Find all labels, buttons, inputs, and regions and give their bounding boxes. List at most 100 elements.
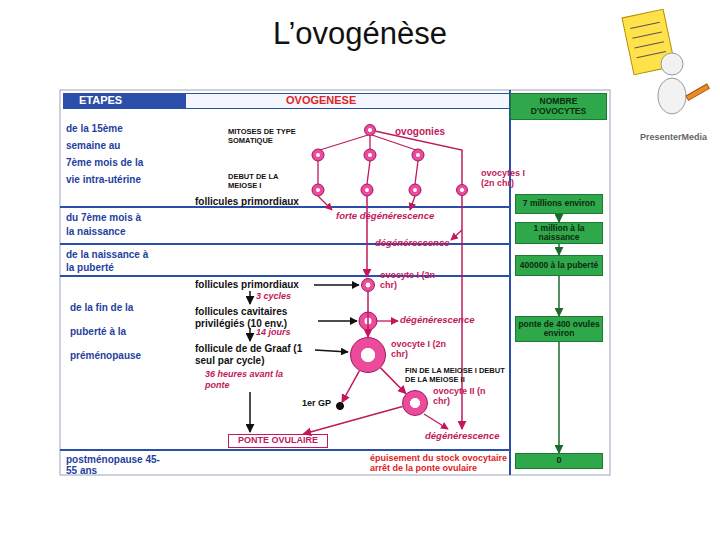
- annotation-label: follicule de de Graaf (1 seul par cycle): [195, 343, 313, 367]
- annotation-label: forte dégénérescence: [336, 211, 446, 222]
- nucleus-dot: [316, 153, 320, 157]
- cell-circle: ovocyte I (2n chr): [350, 337, 386, 373]
- degeneration-arrow: [410, 196, 415, 210]
- figure-body: [658, 78, 686, 114]
- count-box: 1 million à la naissance: [515, 222, 603, 244]
- nucleus-dot: [368, 153, 372, 157]
- header-band: NOMBRE D'OVOCYTES: [510, 93, 607, 120]
- mitosis-line: [367, 161, 370, 184]
- annotation-label: FIN DE LA MEIOSE I DEBUT DE LA MEIOSE II: [405, 366, 515, 384]
- oogonium-circle: [412, 149, 424, 161]
- oogonium-circle: [312, 149, 324, 161]
- node-text: ovocyte I (2n chr): [380, 271, 440, 290]
- node-text: ovocyte I (2n chr): [391, 340, 451, 359]
- flow-arrow: [367, 292, 369, 337]
- mitosis-line: [372, 135, 416, 150]
- oocyte-circle: [312, 184, 324, 196]
- notepad-line: [635, 42, 664, 48]
- annotation-label: 3 cycles: [256, 291, 316, 301]
- notepad-line: [632, 32, 661, 38]
- mitosis-line: [369, 136, 370, 149]
- annotation-label: de la 15ème semaine au 7ème mois de la v…: [66, 120, 146, 188]
- annotation-label: DEBUT DE LA MEIOSE I: [228, 172, 300, 190]
- annotation-label: de la fin de la puberté à la préménopaus…: [70, 296, 150, 368]
- annotation-label: PresenterMedia: [640, 132, 715, 142]
- nucleus-dot: [316, 188, 320, 192]
- nucleus-dot: [365, 318, 372, 325]
- time-arrow: [249, 291, 251, 304]
- degeneration-arrow: [424, 414, 448, 429]
- notepad-line: [630, 22, 659, 28]
- oocyte-circle: [409, 184, 421, 196]
- pencil: [686, 84, 709, 100]
- annotation-label: postménopause 45-55 ans: [66, 454, 161, 476]
- annotation-label: dégénérescence: [400, 315, 490, 326]
- stage-separator: [60, 206, 510, 208]
- mitosis-line: [320, 135, 368, 150]
- annotation-label: follicules primordiaux: [195, 196, 325, 208]
- degeneration-arrow: [451, 230, 462, 240]
- annotation-label: dégénérescence: [425, 431, 510, 442]
- node-text: 1 million à la naissance: [518, 224, 600, 242]
- node-text: OVOGENESE: [286, 95, 356, 107]
- node-text: 0: [556, 456, 561, 466]
- node-text: NOMBRE D'OVOCYTES: [513, 97, 604, 115]
- oocyte-circle: [361, 184, 373, 196]
- header-band: ETAPES: [63, 93, 185, 109]
- header-band: OVOGENESE: [185, 93, 510, 109]
- pointer-arrow: [314, 284, 359, 285]
- annotation-label: dégénérescence: [375, 238, 455, 249]
- count-arrow: [558, 342, 560, 453]
- count-box: ponte de 400 ovules environ: [515, 316, 603, 342]
- annotation-label: follicules primordiaux: [195, 279, 315, 291]
- node-text: 7 millions environ: [523, 199, 595, 208]
- time-arrow: [249, 328, 251, 341]
- node-text: ovocytes I (2n chr): [481, 169, 541, 188]
- node-text: ovogonies: [395, 127, 465, 138]
- figure-head: [661, 53, 683, 75]
- stage-separator: [60, 243, 510, 245]
- cell-circle: ovocytes I (2n chr): [456, 184, 468, 196]
- notepad-line: [637, 52, 666, 58]
- count-arrow: [558, 214, 560, 222]
- flow-arrow: [303, 406, 402, 434]
- count-arrow: [558, 244, 560, 255]
- pointer-arrow: [315, 350, 348, 352]
- oogonium-circle: [364, 149, 376, 161]
- node-text: ETAPES: [79, 95, 122, 107]
- count-box: 400000 à la puberté: [515, 255, 603, 276]
- node-text: ponte de 400 ovules environ: [518, 320, 600, 338]
- node-text: 400000 à la puberté: [520, 261, 598, 270]
- cell-circle: ovocyte I (2n chr): [361, 278, 375, 292]
- annotation-label: 36 heures avant la ponte: [205, 369, 290, 391]
- annotation-label: 14 jours: [256, 327, 316, 337]
- nucleus-dot: [413, 188, 417, 192]
- annotation-label: MITOSES DE TYPE SOMATIQUE: [228, 127, 300, 145]
- flow-arrow: [376, 131, 462, 184]
- annotation-label: du 7ème mois à la naissance: [66, 211, 151, 239]
- node-text: PONTE OVULAIRE: [238, 436, 318, 446]
- cell-circle: ovogonies: [364, 124, 376, 136]
- count-box: 0: [515, 453, 603, 469]
- lineage-line: [366, 196, 368, 277]
- cell-circle: ovocyte II (n chr): [402, 390, 428, 416]
- count-arrow: [558, 276, 560, 316]
- follicle-circle: [359, 312, 377, 330]
- column-separator: [509, 90, 511, 475]
- time-arrow: [249, 392, 251, 432]
- pointer-arrow: [318, 320, 357, 321]
- nucleus-dot: [365, 188, 369, 192]
- polar-body-dot: 1er GP: [336, 402, 344, 410]
- annotation-label: follicules cavitaires privilégiés (10 en…: [195, 306, 335, 330]
- frame-border: [60, 90, 610, 475]
- mitosis-line: [317, 161, 318, 184]
- annotation-label: épuisement du stock ovocytaire arrêt de …: [370, 453, 510, 473]
- count-box: 7 millions environ: [515, 194, 603, 214]
- degeneration-arrow: [377, 320, 398, 321]
- flow-arrow: [342, 371, 359, 403]
- diagram-title: L’ovogénèse: [0, 16, 720, 52]
